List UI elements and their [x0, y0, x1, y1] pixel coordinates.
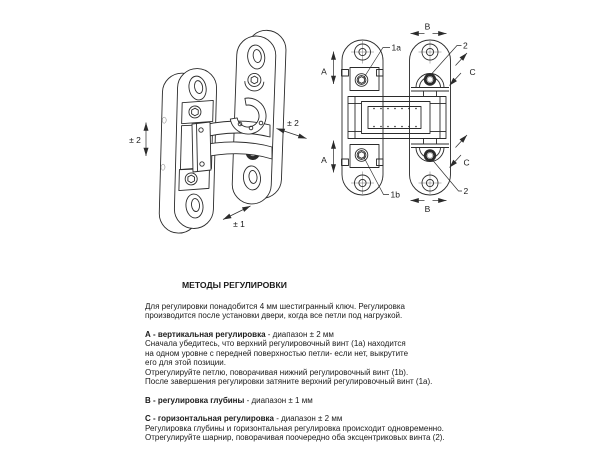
part-label-2-top: 2 — [463, 41, 468, 51]
iso-side-screw-icon — [160, 163, 166, 171]
iso-eccentric-screw-top — [244, 73, 265, 92]
dim-c-bottom-label: C — [464, 158, 470, 168]
technical-drawings: ± 2 ± 2 ± 1 — [129, 22, 476, 234]
front-frame-plate — [341, 39, 384, 196]
pocket-top — [349, 67, 380, 91]
section-c-heading: С - горизонтальная регулировка - диапазо… — [145, 414, 343, 423]
iso-pocket-top — [181, 100, 214, 125]
dim-a-top-label: A — [321, 67, 327, 77]
dim-b-top-label: B — [425, 22, 431, 32]
intro-paragraph: Для регулировки понадобится 4 мм шестигр… — [145, 301, 405, 321]
leader-2-top — [431, 45, 462, 74]
section-b: В - регулировка глубины - диапазон ± 1 м… — [145, 396, 475, 406]
dim-c-bottom-arrow-down — [449, 154, 462, 168]
iso-door-plate-face — [231, 35, 277, 205]
leader-2-bottom — [432, 159, 462, 192]
iso-oval-hole-top — [247, 44, 266, 70]
dim-a-bottom-label: A — [321, 155, 327, 165]
iso-dim-depth-label: ± 2 — [287, 118, 299, 128]
dim-c-top-arrow-up — [455, 52, 468, 66]
part-label-1b: 1b — [391, 190, 401, 200]
leader-1b — [363, 157, 389, 195]
page-title: МЕТОДЫ РЕГУЛИРОВКИ — [182, 280, 287, 290]
iso-oval-hole-top — [188, 75, 207, 101]
iso-oval-hole-bottom — [242, 165, 261, 191]
iso-side-screw-icon — [161, 116, 167, 124]
iso-dim-vertical-label: ± 2 — [129, 135, 141, 145]
adjust-screw-1b — [354, 148, 369, 162]
part-label-2-bottom: 2 — [464, 186, 469, 196]
mount-hole-bottom-left — [351, 171, 374, 194]
iso-adjust-screw-bottom — [184, 172, 198, 186]
eccentric-housing-top — [411, 73, 449, 97]
adjust-screw-1a — [354, 73, 369, 87]
dim-c-top-arrow-down — [449, 72, 462, 86]
body-rivets — [373, 107, 417, 128]
dim-c-bottom-arrow-up — [455, 134, 468, 148]
iso-link-block — [191, 121, 212, 173]
iso-dim-depth-arrow — [276, 128, 307, 139]
iso-dim-horizontal-arrow — [222, 205, 251, 220]
instructions: МЕТОДЫ РЕГУЛИРОВКИ Для регулировки понад… — [145, 280, 475, 452]
iso-horseshoe-arm — [229, 97, 267, 135]
pocket-bottom — [349, 144, 380, 168]
isometric-hinge-drawing: ± 2 ± 2 ± 1 — [129, 29, 307, 234]
section-c: С - горизонтальная регулировка - диапазо… — [145, 414, 475, 443]
dim-b-bottom-label: B — [425, 204, 431, 214]
dim-c-top-label: C — [470, 67, 476, 77]
iso-arm-upper — [195, 120, 271, 140]
eccentric-housing-bottom — [411, 138, 449, 162]
section-a-heading: А - вертикальная регулировка - диапазон … — [145, 329, 334, 339]
iso-dim-horizontal-label: ± 1 — [233, 219, 245, 229]
iso-adjust-screw-top — [188, 105, 202, 119]
mount-hole-bottom-right — [418, 171, 442, 194]
front-hinge-body — [347, 96, 447, 139]
front-door-plate — [409, 39, 451, 196]
leader-1a — [363, 47, 390, 78]
front-hinge-drawing: A A B B C C 1a 2 1b 2 — [321, 22, 475, 215]
mount-hole-top-right — [418, 41, 442, 64]
iso-hinge-mechanism — [191, 97, 273, 173]
iso-arm-lower — [197, 141, 273, 160]
mount-hole-top-left — [351, 41, 374, 64]
iso-oval-hole-bottom — [185, 193, 204, 219]
part-label-1a: 1a — [392, 43, 402, 53]
section-b-heading: В - регулировка глубины - диапазон ± 1 м… — [145, 395, 313, 405]
section-a: А - вертикальная регулировка - диапазон … — [145, 330, 475, 387]
